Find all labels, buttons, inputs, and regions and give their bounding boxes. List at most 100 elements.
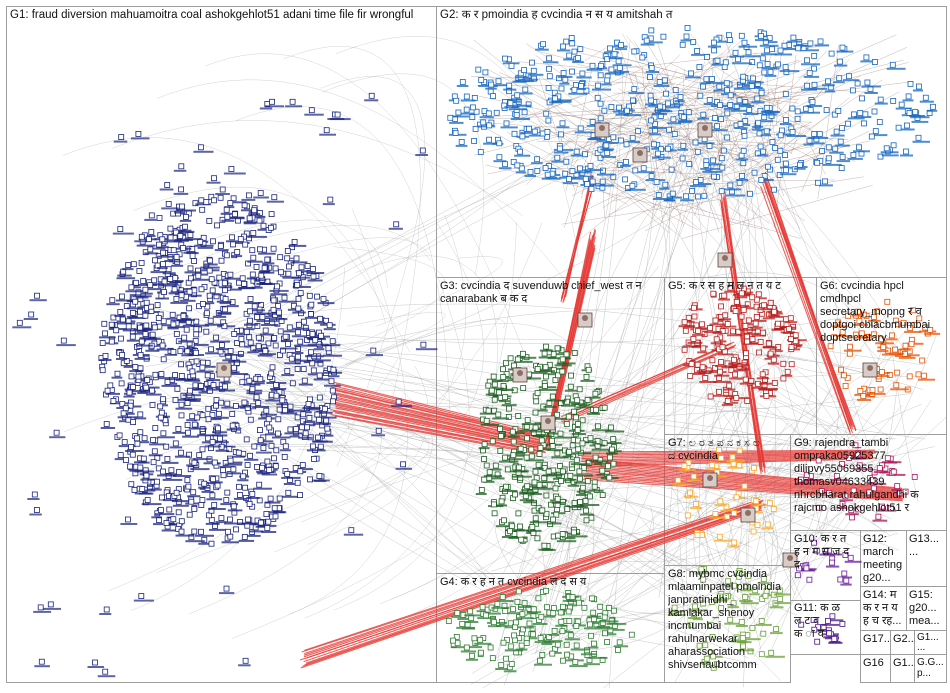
- network-node-icon: [134, 436, 139, 441]
- network-node-icon: [559, 619, 564, 624]
- node-label-mark: [116, 358, 127, 360]
- network-node-icon: [564, 159, 569, 164]
- node-label-mark: [281, 348, 298, 350]
- node-label-mark: [554, 149, 573, 151]
- network-node-icon: [179, 187, 184, 192]
- network-node-icon: [658, 104, 663, 109]
- network-node-icon: [676, 478, 681, 483]
- network-node-icon: [566, 609, 571, 614]
- node-label-mark: [571, 155, 584, 157]
- node-label-mark: [616, 114, 629, 116]
- group-label-g8-line-2: mlaaminpatel pmoindia: [668, 581, 790, 594]
- network-node-icon: [483, 613, 488, 618]
- group-label-g5: G5: क र स ह म ल न त य ट: [668, 280, 814, 293]
- network-node-icon: [718, 103, 723, 108]
- node-label-mark: [162, 530, 178, 532]
- network-node-icon: [574, 149, 579, 154]
- group-label-g8-line-5: incmumbai: [668, 620, 790, 633]
- network-node-icon: [580, 485, 585, 490]
- network-node-icon: [737, 180, 742, 185]
- node-label-mark: [547, 523, 561, 525]
- network-node-icon: [120, 353, 125, 358]
- node-label-mark: [759, 383, 773, 385]
- network-node-icon: [740, 173, 745, 178]
- node-label-mark: [552, 502, 566, 504]
- network-node-icon: [560, 532, 565, 537]
- network-node-icon: [712, 48, 717, 53]
- network-node-icon: [535, 366, 540, 371]
- node-label-mark: [752, 126, 763, 128]
- node-label-mark: [185, 540, 204, 542]
- network-node-icon: [839, 166, 844, 171]
- node-label-mark: [577, 491, 589, 493]
- network-node-icon: [285, 369, 290, 374]
- network-node-icon: [308, 312, 313, 317]
- network-node-icon: [890, 62, 895, 67]
- network-node-icon: [482, 477, 487, 482]
- network-node-icon: [491, 94, 496, 99]
- network-node-icon: [242, 281, 247, 286]
- network-node-icon: [322, 406, 327, 411]
- network-node-icon: [54, 430, 59, 435]
- network-node-icon: [248, 297, 253, 302]
- network-node-icon: [725, 322, 730, 327]
- network-node-icon: [838, 577, 843, 582]
- network-node-icon: [484, 463, 489, 468]
- network-node-icon: [133, 299, 138, 304]
- network-node-icon: [682, 320, 687, 325]
- network-node-icon: [700, 84, 705, 89]
- node-label-mark: [614, 71, 629, 73]
- network-node-icon: [173, 441, 178, 446]
- network-node-icon: [307, 293, 312, 298]
- network-node-icon: [733, 50, 738, 55]
- node-label-mark: [169, 378, 186, 380]
- group-label-g6-line-3: secretary_mopng र व: [820, 306, 945, 319]
- network-node-icon: [507, 83, 512, 88]
- network-node-icon: [555, 155, 560, 160]
- node-label-mark: [243, 384, 260, 386]
- node-label-mark: [581, 653, 596, 655]
- network-node-icon: [501, 375, 506, 380]
- node-label-mark: [176, 535, 194, 537]
- network-node-icon: [214, 398, 219, 403]
- network-node-icon: [743, 377, 748, 382]
- network-node-icon: [555, 496, 560, 501]
- network-node-icon: [165, 379, 170, 384]
- node-label-mark: [488, 625, 501, 627]
- network-node-icon: [567, 53, 572, 58]
- network-node-icon: [576, 56, 581, 61]
- group-label-g17: G17...: [863, 633, 891, 646]
- node-label-mark: [837, 51, 854, 53]
- network-node-icon: [736, 57, 741, 62]
- network-node-icon: [743, 323, 748, 328]
- network-node-icon: [588, 164, 593, 169]
- node-label-mark: [217, 313, 231, 315]
- network-node-icon: [607, 46, 612, 51]
- network-node-icon: [210, 439, 215, 444]
- node-label-mark: [554, 152, 568, 154]
- network-node-icon: [766, 164, 771, 169]
- network-node-icon: [186, 484, 191, 489]
- network-node-icon: [220, 187, 225, 192]
- network-node-icon: [578, 47, 583, 52]
- node-label-mark: [323, 355, 342, 357]
- network-node-icon: [169, 468, 174, 473]
- network-node-icon: [120, 317, 125, 322]
- node-label-mark: [391, 405, 412, 407]
- network-node-icon: [546, 469, 551, 474]
- node-label-mark: [913, 141, 931, 143]
- network-node-icon: [194, 359, 199, 364]
- node-label-mark: [758, 308, 772, 310]
- node-label-mark: [252, 406, 269, 408]
- node-label-mark: [466, 659, 478, 661]
- node-label-mark: [718, 299, 730, 301]
- network-node-icon: [481, 120, 486, 125]
- network-node-icon: [670, 191, 675, 196]
- node-label-mark: [724, 188, 741, 190]
- network-node-icon: [236, 450, 241, 455]
- node-label-mark: [307, 272, 324, 274]
- network-node-icon: [807, 70, 812, 75]
- node-label-mark: [229, 217, 245, 219]
- network-node-icon: [704, 55, 709, 60]
- node-label-mark: [314, 348, 325, 350]
